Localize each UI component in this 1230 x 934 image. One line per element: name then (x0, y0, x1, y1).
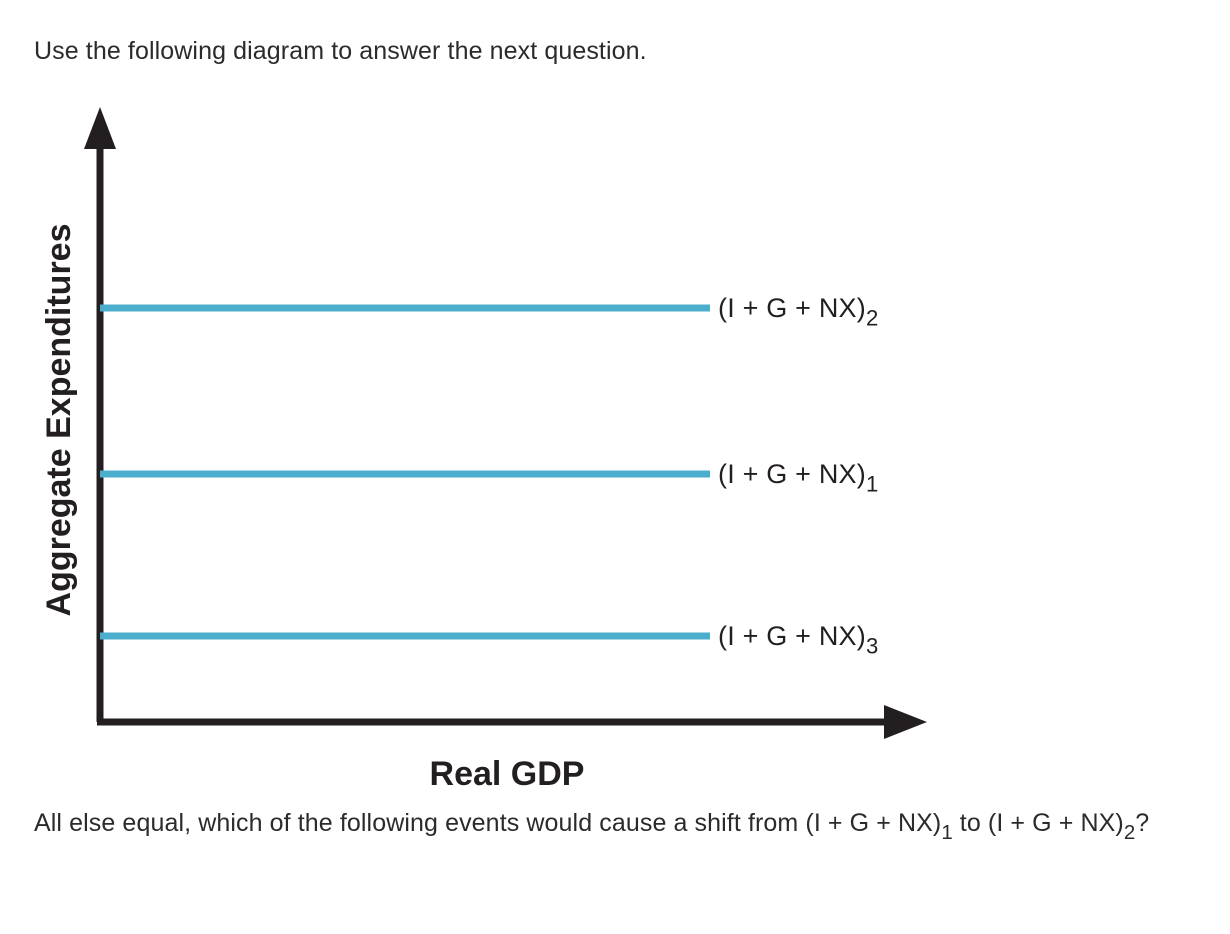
intro-instruction-text: Use the following diagram to answer the … (34, 37, 647, 65)
y-axis-title: Aggregate Expenditures (40, 224, 78, 617)
y-axis (84, 107, 116, 722)
chart-canvas: Aggregate Expenditures Real GDP (40, 107, 927, 793)
question-from-subscript: 1 (941, 820, 953, 844)
series-label-3-text: (I + G + NX) (718, 621, 866, 651)
question-to-subscript: 2 (1123, 820, 1136, 844)
series-label-1: (I + G + NX)1 (718, 459, 878, 497)
question-middle: to (I + G + NX) (952, 809, 1124, 837)
x-axis-arrowhead (884, 705, 927, 739)
x-axis (97, 705, 927, 739)
series-label-2-subscript: 2 (865, 305, 879, 331)
question-suffix: ? (1135, 809, 1150, 837)
series-label-1-subscript: 1 (865, 471, 879, 497)
question-text: All else equal, which of the following e… (34, 806, 1214, 850)
series-label-3-subscript: 3 (865, 633, 879, 659)
x-axis-title: Real GDP (430, 755, 585, 793)
series-label-2: (I + G + NX)2 (718, 293, 878, 331)
aggregate-expenditures-diagram: Aggregate Expenditures Real GDP (I + G +… (0, 95, 1000, 795)
question-prefix: All else equal, which of the following e… (34, 809, 942, 837)
y-axis-arrowhead (84, 107, 116, 149)
series-label-3: (I + G + NX)3 (718, 621, 878, 659)
series-label-2-text: (I + G + NX) (718, 293, 866, 323)
series-label-1-text: (I + G + NX) (718, 459, 866, 489)
